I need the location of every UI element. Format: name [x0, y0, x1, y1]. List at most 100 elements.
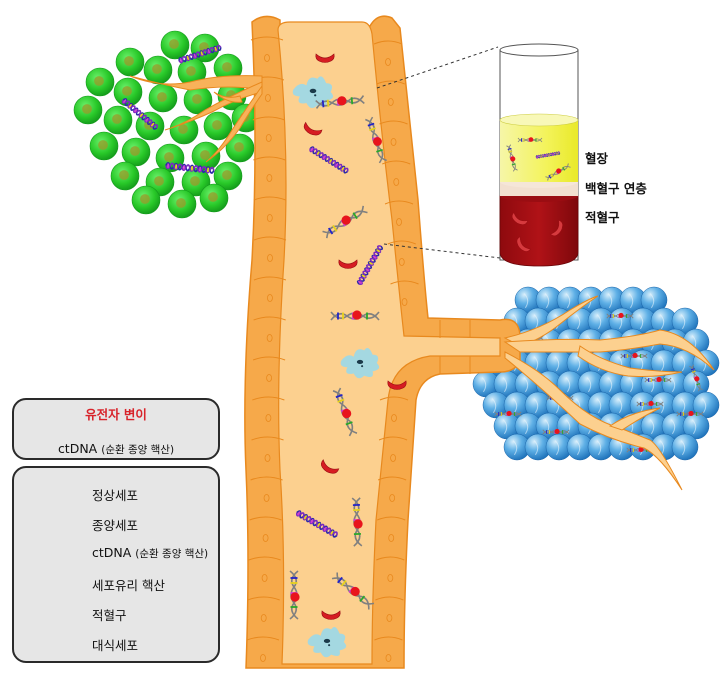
legend-label-text: 세포유리 핵산 [92, 578, 165, 593]
legend-item-red-blood-cell: 적혈구 [14, 600, 218, 628]
mutation-dot [638, 446, 644, 452]
ctdna-fragment [331, 572, 375, 610]
wall-cell-nucleus [265, 94, 271, 102]
normal-cell [113, 77, 143, 107]
mutation-box: 유전자 변이 ctDNA (순환 종양 핵산) [12, 398, 220, 460]
tumor-cell [587, 391, 615, 419]
wall-cell-divider [374, 636, 403, 641]
normal-cell [225, 133, 255, 163]
red-blood-cell [321, 610, 341, 620]
tube-contents [506, 137, 571, 252]
tumor-ctdna-fragment [636, 400, 664, 407]
wall-cell-nucleus [263, 494, 270, 502]
normal-cell [160, 30, 190, 60]
wall-cell-divider [253, 156, 286, 161]
tube-red-cell-layer [499, 195, 579, 267]
mutation-dot [528, 137, 534, 142]
mutation-dot [352, 310, 362, 320]
wall-cell-divider [375, 596, 404, 601]
normal-cell [199, 183, 229, 213]
cfdna-fragment [121, 98, 159, 130]
mutation-dot [656, 376, 662, 382]
wall-cell-nucleus [390, 454, 396, 462]
wall-cell-divider [376, 556, 405, 561]
wall-cell-nucleus [386, 614, 393, 622]
legend-item-tumor-cell: 종양세포 [14, 510, 218, 538]
legend-label: 정상세포 [92, 485, 138, 504]
cfdna-fragment [178, 44, 222, 64]
macrophage [340, 348, 380, 379]
tumor-cell [503, 433, 531, 461]
ctdna-fragment [315, 95, 365, 109]
tumor-cell [671, 433, 699, 461]
wall-cell-nucleus [266, 214, 273, 222]
mutation-dot [506, 410, 512, 416]
ctdna-fragment [322, 205, 368, 239]
legend-label-sub: (순환 종양 핵산) [135, 548, 209, 560]
wall-cell-divider [251, 436, 284, 441]
mutation-dot [353, 519, 363, 529]
normal-cell [85, 67, 115, 97]
tumor-cell [692, 391, 720, 419]
mutation-dot [688, 410, 694, 416]
tumor-ctdna-fragment [644, 376, 672, 383]
mutation-dot [341, 215, 351, 225]
wall-cell-divider [250, 476, 283, 481]
wall-cell-divider [253, 316, 286, 321]
red-blood-cell [303, 121, 323, 136]
mutation-dot [350, 586, 360, 597]
tumor-cell [682, 412, 710, 440]
mutation-dot [694, 376, 700, 382]
red-blood-cell [338, 259, 358, 269]
legend-label: ctDNA (순환 종양 핵산) [92, 545, 208, 561]
mutation-dot [510, 156, 516, 162]
tumor-cell-cluster [472, 286, 720, 461]
tumor-ctdna-fragment [606, 312, 634, 319]
blood-vessel [244, 15, 521, 669]
wall-cell-nucleus [262, 534, 269, 542]
plasma-ctdna-fragment [517, 137, 543, 143]
normal-cell [167, 189, 197, 219]
mutation-dot [290, 592, 300, 602]
tube-label-buffy-coat: 백혈구 연층 [585, 181, 647, 196]
legend-item-normal-cell: 정상세포 [14, 480, 218, 508]
wall-cell-nucleus [389, 494, 396, 502]
wall-cell-nucleus [260, 654, 266, 662]
ctdna-fragment [332, 387, 358, 437]
plasma-top [499, 113, 579, 127]
legend-label-text: 정상세포 [92, 488, 139, 503]
cfdna-fragment [165, 162, 215, 174]
wall-cell-nucleus [267, 294, 273, 302]
mutation-caption: ctDNA (순환 종양 핵산) [14, 441, 218, 457]
legend-label: 적혈구 [92, 605, 127, 624]
red-blood-cell [315, 53, 335, 63]
wall-cell-nucleus [388, 534, 395, 542]
wall-cell-nucleus [264, 54, 270, 62]
cfdna-fragment [295, 510, 338, 538]
wall-cell-nucleus [387, 98, 394, 106]
tumor-cell [650, 349, 678, 377]
wall-cell-nucleus [385, 58, 391, 66]
tumor-ctdna-fragment [494, 410, 522, 417]
tumor-cell [661, 370, 689, 398]
wall-cell-divider [387, 240, 416, 245]
macrophage [307, 627, 347, 658]
mutation-caption-sub: (순환 종양 핵산) [101, 444, 175, 456]
leader-line-bottom [383, 243, 501, 259]
normal-cell [131, 185, 161, 215]
red-blood-cell [387, 380, 407, 390]
cfdna-fragment [356, 245, 384, 286]
legend-label: 세포유리 핵산 [92, 575, 165, 594]
wall-cell-divider [249, 516, 282, 521]
macrophage [292, 76, 334, 109]
ctdna-fragment [330, 310, 380, 321]
cfdna-fragment [309, 146, 349, 174]
wall-cell-nucleus [401, 298, 408, 306]
tumor-ctdna-fragment [542, 428, 570, 435]
wall-cell-divider [253, 236, 287, 241]
legend-label-text: 대식세포 [92, 638, 139, 653]
capillary-branches-normal [129, 75, 263, 163]
wall-cell-divider [382, 160, 411, 165]
plasma-ctdna-fragment [506, 144, 518, 172]
